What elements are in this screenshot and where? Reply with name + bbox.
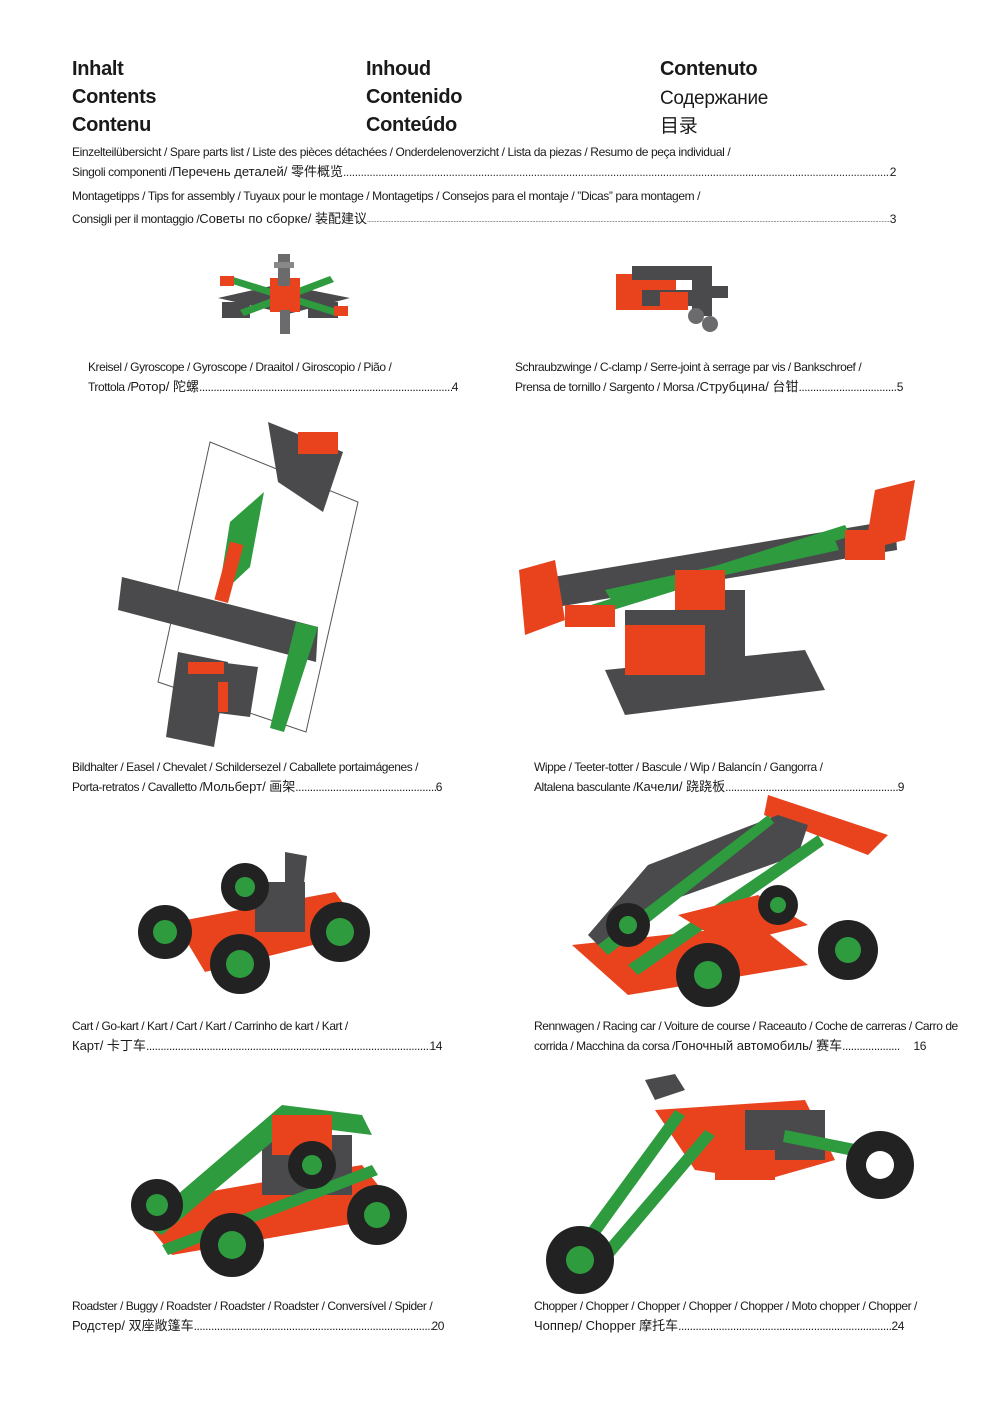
caption-text: Trottola / [88,380,131,394]
leader-dots: ........................................… [678,1319,892,1333]
wheel [131,1141,407,1277]
caption-easel[interactable]: Bildhalter / Easel / Chevalet / Schilder… [72,757,442,797]
heading-inhalt: Inhalt [72,58,124,80]
caption-zh: / 卡丁车 [99,1038,146,1053]
leader-dots: ........................................… [145,1039,430,1053]
caption-easel-line1: Bildhalter / Easel / Chevalet / Schilder… [72,760,419,774]
caption-ru: Мольберт [202,779,263,794]
toc-spare-parts-text2: Singoli componenti / [72,165,173,179]
caption-cart-line1: Cart / Go-kart / Kart / Cart / Kart / Ca… [72,1019,348,1033]
toc-leader-dots: ........................................… [342,165,890,179]
toc-spare-parts-zh: / 零件概览 [283,164,343,179]
cart-illustration[interactable] [135,852,375,997]
leader-dots: ........................................… [295,780,435,794]
toc-spare-parts-line2[interactable]: Singoli componenti / Перечень деталей / … [72,161,896,183]
heading-mulu: 目录 [660,116,698,137]
c-clamp-illustration[interactable] [612,262,737,342]
roadster-illustration[interactable] [122,1095,412,1285]
caption-ru: Струбцина [699,379,766,394]
caption-racing-car-line1: Rennwagen / Racing car / Voiture de cour… [534,1019,958,1033]
caption-roadster[interactable]: Roadster / Buggy / Roadster / Roadster /… [72,1296,444,1336]
caption-cart[interactable]: Cart / Go-kart / Kart / Cart / Kart / Ca… [72,1016,442,1056]
leader-dots: ........................................… [725,780,898,794]
leader-dots: ........................................… [798,380,897,394]
teeter-totter-illustration[interactable] [515,470,915,720]
wheel [138,863,370,994]
caption-zh: / 赛车 [808,1038,843,1053]
caption-zh: / 画架 [262,779,296,794]
heading-contenu: Contenu [72,114,151,136]
caption-teeter-totter-line2: Altalena basculante / Качели / 跷跷板 .....… [534,777,904,797]
caption-roadster-line1: Roadster / Buggy / Roadster / Roadster /… [72,1299,433,1313]
wheel [546,1131,914,1294]
leader-dots: ........................................… [198,380,452,394]
toc-leader-dots: ........................................… [366,217,890,224]
caption-gyroscope-line1: Kreisel / Gyroscope / Gyroscope / Draait… [88,360,392,374]
caption-ru: Чоппер [534,1318,579,1333]
racing-car-illustration[interactable] [568,795,893,1015]
toc-assembly-ru: Советы по сборке [199,211,308,226]
caption-racing-car[interactable]: Rennwagen / Racing car / Voiture de cour… [534,1016,958,1056]
caption-chopper-line2: Чоппер / Chopper 摩托车 ...................… [534,1316,904,1336]
caption-cart-line2: Карт / 卡丁车 .............................… [72,1036,442,1056]
caption-ru: Карт [72,1038,100,1053]
page-number: 9 [897,780,905,794]
toc-assembly-text2: Consigli per il montaggio / [72,212,200,226]
toc-assembly-text: Montagetipps / Tips for assembly / Tuyau… [72,189,701,203]
caption-roadster-line2: Родстер / 双座敞篷车 ........................… [72,1316,444,1336]
caption-text: Porta-retratos / Cavalletto / [72,780,203,794]
heading-contents: Contents [72,86,157,108]
caption-zh: / Chopper 摩托车 [578,1318,679,1333]
heading-inhoud: Inhoud [366,58,431,80]
caption-teeter-totter-line1: Wippe / Teeter-totter / Bascule / Wip / … [534,760,823,774]
caption-gyroscope-line2: Trottola / Ротор / 陀螺 ..................… [88,377,458,397]
caption-gyroscope[interactable]: Kreisel / Gyroscope / Gyroscope / Draait… [88,357,458,397]
toc-spare-parts-line1[interactable]: Einzelteilübersicht / Spare parts list /… [72,141,731,163]
page-number: 24 [891,1319,905,1333]
heading-contenido: Contenido [366,86,463,108]
caption-text: corrida / Macchina da corsa / [534,1039,676,1053]
caption-easel-line2: Porta-retratos / Cavalletto / Мольберт /… [72,777,442,797]
caption-racing-car-line2: corrida / Macchina da corsa / Гоночный а… [534,1036,926,1056]
chopper-illustration[interactable] [545,1070,920,1300]
caption-ru: Качели [635,779,679,794]
caption-c-clamp-line1: Schraubzwinge / C-clamp / Serre-joint à … [515,360,862,374]
caption-zh: / 双座敞篷车 [121,1318,194,1333]
leader-dots: ........................................… [193,1319,432,1333]
page-number: 16 [913,1039,927,1053]
caption-chopper-line1: Chopper / Chopper / Chopper / Chopper / … [534,1299,917,1313]
caption-ru: Гоночный автомобиль [675,1038,809,1053]
caption-c-clamp-line2: Prensa de tornillo / Sargento / Morsa / … [515,377,903,397]
toc-spare-parts-ru: Перечень деталей [172,164,284,179]
wheel [606,885,878,1007]
easel-illustration[interactable] [118,412,368,757]
caption-ru: Родстер [72,1318,122,1333]
toc-assembly-line1[interactable]: Montagetipps / Tips for assembly / Tuyau… [72,185,700,207]
page-number: 20 [431,1319,445,1333]
caption-text: Prensa de tornillo / Sargento / Morsa / [515,380,700,394]
toc-assembly-zh: / 装配建议 [307,211,367,226]
caption-zh: / 台钳 [765,379,799,394]
caption-ru: Ротор [130,379,166,394]
caption-teeter-totter[interactable]: Wippe / Teeter-totter / Bascule / Wip / … [534,757,904,797]
heading-conteudo: Conteúdo [366,114,457,136]
toc-spare-parts-page: 2 [889,165,897,179]
caption-chopper[interactable]: Chopper / Chopper / Chopper / Chopper / … [534,1296,917,1336]
caption-text: Altalena basculante / [534,780,636,794]
leader-dots: .................... [842,1039,900,1053]
toc-spare-parts-text: Einzelteilübersicht / Spare parts list /… [72,145,731,159]
heading-soderzhanie: Содержание [660,88,769,109]
page-number: 14 [429,1039,443,1053]
caption-zh: / 陀螺 [165,379,199,394]
page-number: 5 [896,380,904,394]
heading-contenuto: Contenuto [660,58,758,80]
page-number: 6 [435,780,443,794]
caption-c-clamp[interactable]: Schraubzwinge / C-clamp / Serre-joint à … [515,357,903,397]
toc-assembly-line2[interactable]: Consigli per il montaggio / Советы по сб… [72,208,896,234]
gyroscope-illustration[interactable] [210,248,360,340]
toc-assembly-page: 3 [889,212,897,226]
caption-zh: / 跷跷板 [678,779,726,794]
page-number: 4 [451,380,459,394]
